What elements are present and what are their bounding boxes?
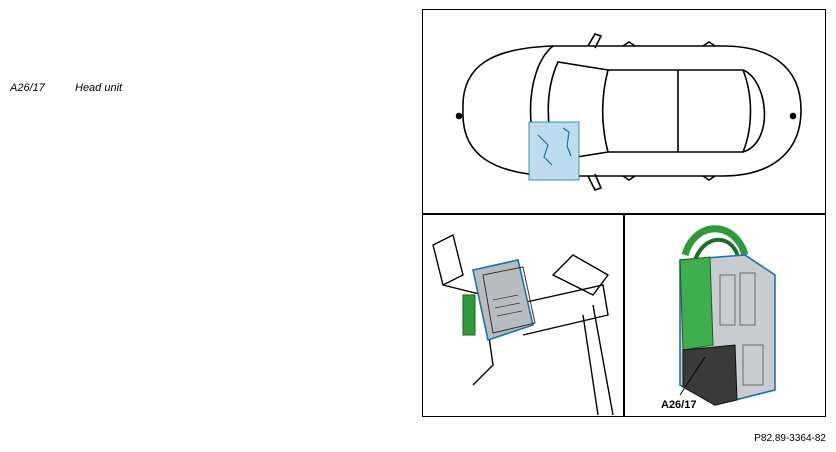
head-unit-location-highlight (528, 121, 580, 181)
vehicle-overview-panel (423, 10, 825, 215)
head-unit-illustration (679, 225, 776, 406)
component-detail-panel (625, 215, 825, 416)
vehicle-top-view-illustration (455, 33, 802, 191)
dashboard-frame-illustration (432, 233, 614, 416)
location-figure: A26/17 (422, 9, 826, 417)
installation-location-panel (423, 215, 625, 416)
legend-description: Head unit (75, 82, 123, 94)
component-callout-label: A26/17 (661, 399, 697, 411)
figure-id: P82.89-3364-82 (754, 433, 826, 444)
legend-code: A26/17 (10, 82, 45, 94)
callout-leader-line (679, 356, 706, 396)
